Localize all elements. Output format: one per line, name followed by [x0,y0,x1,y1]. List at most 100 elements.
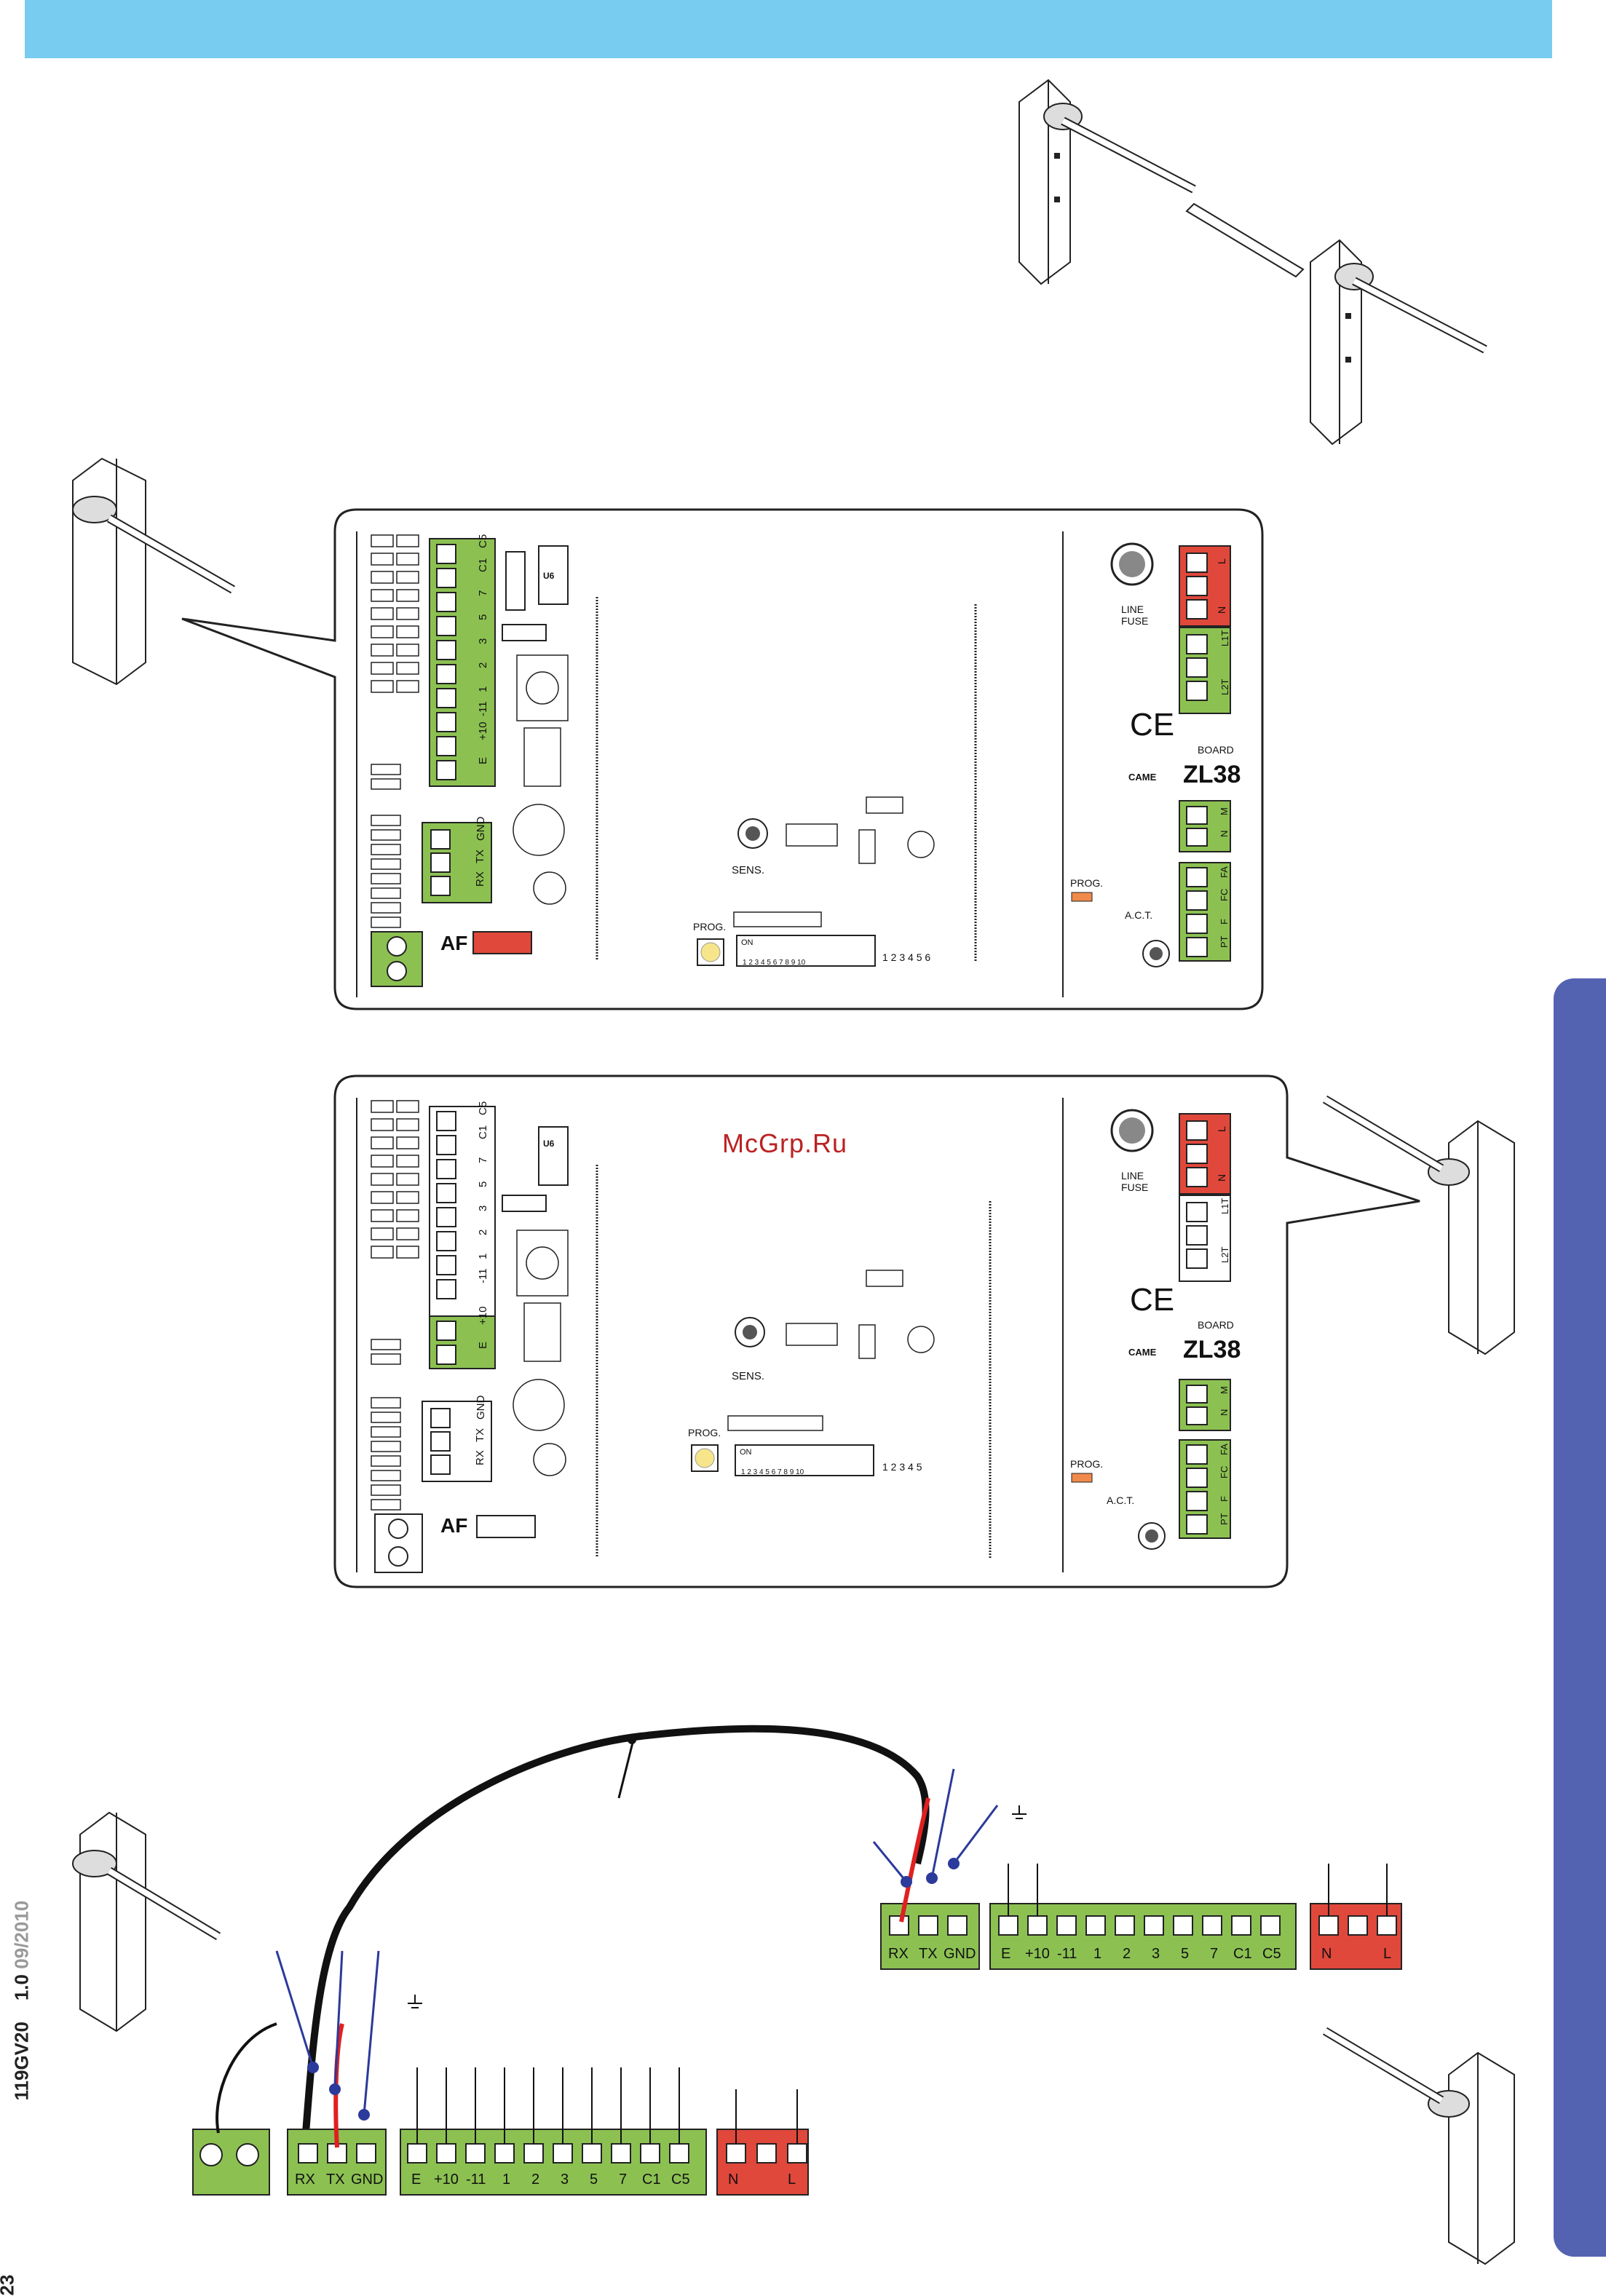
page-number: 23 [0,2274,18,2296]
board2-serial-tx: TX [474,1428,486,1442]
bottom-right-mains-l: L [1383,1946,1391,1962]
bottom-left-term-c1: C1 [642,2172,661,2188]
board1-serial-gnd: GND [475,817,487,842]
svg-text:1: 1 [477,1254,489,1259]
board1-sens-label: SENS. [732,864,764,876]
board2-dip-tail: 1 2 3 4 5 [882,1461,922,1473]
board2-fuse-line2: FUSE [1121,1181,1148,1193]
svg-text:3: 3 [477,638,489,644]
board2-mains-n: N [1216,1174,1227,1181]
board2-fuse-line1: LINE [1121,1170,1144,1181]
board1-act-label: A.C.T. [1125,909,1152,921]
board2-limit-fc: FC [1219,1466,1230,1478]
svg-text:C1: C1 [477,1125,489,1139]
bottom-right-term-3: 3 [1152,1946,1160,1962]
bottom-right-term-1: 1 [1093,1946,1101,1962]
board2-limit-pt: PT [1219,1513,1230,1525]
svg-text:+10: +10 [477,1307,489,1325]
bottom-left-gnd: GND [351,2172,383,2188]
board2-ce-mark: CE [1130,1282,1174,1318]
board2-limit-f: F [1219,1496,1230,1502]
board2: C5 C1 7 5 3 2 1 -11 +10 E GND TX RX AF U… [356,1098,1241,1573]
board1-motor-n: N [1219,831,1230,837]
board2-prog-label: PROG. [688,1427,721,1438]
bottom-left-mains-l: L [788,2172,796,2188]
board2-af-label: AF [440,1514,467,1537]
bottom-left-term-p10: +10 [434,2172,459,2188]
serial-cable [302,1725,930,2134]
bottom-left-mains-n: N [728,2172,738,2188]
bottom-left-term-c5: C5 [671,2172,690,2188]
barrier-board1 [72,457,235,686]
board1-frame [181,508,1264,1010]
board2-motor-m: M [1219,1386,1230,1394]
board1-fuse-line1: LINE [1121,603,1144,615]
board1-u6: U6 [543,571,555,581]
board2-motor-n: N [1219,1409,1230,1416]
svg-text:2: 2 [477,662,489,668]
board2-serial-rx: RX [474,1450,486,1465]
side-tab [1554,978,1606,2257]
bottom-right-rx: RX [888,1946,909,1962]
bottom-right-term-7: 7 [1210,1946,1218,1962]
board1-mains-l: L [1216,558,1227,564]
board2-act-label: A.C.T. [1107,1495,1134,1506]
board2-frame [333,1074,1420,1588]
doc-version: 1.0 [10,1974,33,2001]
board2-model: ZL38 [1183,1336,1241,1363]
svg-text:7: 7 [477,1157,489,1163]
board1-af-label: AF [440,932,467,954]
board2-lamp-l1t: L1T [1219,1198,1230,1214]
bottom-left-term-7: 7 [619,2172,627,2188]
board1-control-labels: C5 C1 7 5 3 2 1 -11 +10 E [477,534,489,764]
svg-text:C1: C1 [477,558,489,572]
bottom-right-term-p10: +10 [1025,1946,1050,1962]
board2-serial-gnd: GND [475,1396,487,1420]
board1-limit-fa: FA [1219,866,1230,878]
bottom-left-rx: RX [295,2172,315,2188]
board1-brand: CAME [1128,772,1157,783]
board1-dip-on: ON [741,938,753,947]
board1-limit-fc: FC [1219,889,1230,901]
bottom-left-term-2: 2 [531,2172,539,2188]
bottom-right-tx: TX [919,1946,938,1962]
svg-text:C5: C5 [477,1101,489,1115]
barrier-board2 [1322,1095,1515,1355]
header-bar [25,0,1552,58]
board2-brand: CAME [1128,1347,1157,1358]
board2-board-word: BOARD [1198,1319,1234,1331]
earth-icon [408,1805,1027,2008]
svg-text:+10: +10 [477,722,489,740]
bottom-right-control-terminal [989,1903,1297,1970]
svg-text:C5: C5 [477,534,489,548]
board1-limit-pt: PT [1219,935,1230,948]
svg-text:E: E [477,1342,489,1349]
board1-serial-rx: RX [474,871,486,887]
bottom-left-term-5: 5 [590,2172,598,2188]
svg-text:1: 1 [477,686,489,692]
board1-dip-tail: 1 2 3 4 5 6 [882,951,930,963]
board2-dip-switch [735,1444,874,1476]
doc-code: 119GV20 [10,2022,33,2101]
barrier-bottom-left [72,1811,221,2032]
bottom-right-serial-terminal [880,1903,980,1970]
bottom-right-term-e: E [1001,1946,1010,1962]
board1-serial-tx: TX [474,850,486,863]
barrier-bottom-right [1322,2027,1515,2265]
bottom-right-term-c5: C5 [1262,1946,1281,1962]
svg-text:2: 2 [477,1230,489,1235]
svg-text:5: 5 [477,1181,489,1187]
bottom-right-term-m11: -11 [1057,1946,1077,1962]
doc-reference: 119GV20 1.0 09/2010 [10,1901,33,2101]
board2-mains-l: L [1216,1126,1227,1132]
board2-dip-numbers: 1 2 3 4 5 6 7 8 9 10 [741,1468,804,1476]
board1-control-cells [436,544,456,780]
bottom-left-term-1: 1 [502,2172,510,2188]
svg-text:5: 5 [477,614,489,620]
board1-dip-switch [736,935,876,967]
board1-limit-f: F [1219,919,1230,925]
svg-text:-11: -11 [477,701,489,716]
bottom-left-term-e: E [411,2172,421,2188]
board1-prog-label: PROG. [693,921,726,933]
